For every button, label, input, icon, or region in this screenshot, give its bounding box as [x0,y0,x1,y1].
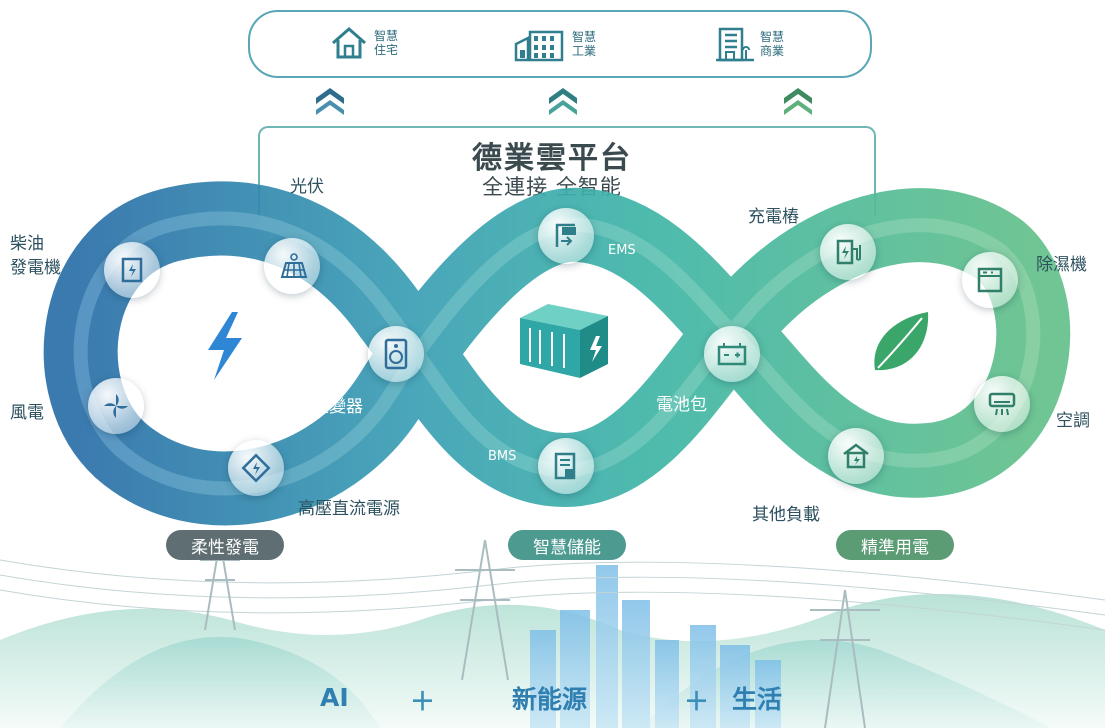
ems-icon [555,223,576,247]
label-diesel-line1: 柴油 [10,234,44,254]
solar-panel-icon [280,253,308,278]
ac-node [974,376,1030,432]
ev-charger-icon [836,239,861,265]
label-charger: 充電樁 [748,207,799,227]
pv-node [264,238,320,294]
label-hvdc: 高壓直流電源 [298,499,400,519]
segment-label-line1: 智慧 [572,30,597,44]
lightning-icon [208,312,242,380]
slogan-life: 生活 [732,685,783,714]
ems-node [538,208,594,264]
slogan-plus-1: ＋ [410,687,436,716]
generator-icon [121,257,143,283]
label-diesel-line2: 發電機 [10,258,61,278]
hvdc-icon [241,453,271,483]
home-load-icon [843,443,869,469]
building-icon [716,27,754,62]
slogan-plus-2: ＋ [684,687,710,716]
hvdc-node [228,440,284,496]
speaker-inverter-icon [384,338,408,370]
label-inverter: 逆變器 [312,397,363,417]
label-other-load: 其他負載 [752,505,820,525]
dehumidifier-node [962,252,1018,308]
diesel-generator-node [104,242,160,298]
battery-container-icon [520,304,608,378]
fan-icon [104,394,128,418]
dehumidifier-icon [977,267,1003,293]
label-dehumidifier: 除濕機 [1036,255,1087,275]
wind-node [88,378,144,434]
segment-label: 智慧 住宅 [374,29,398,57]
leaf-icon [874,312,929,371]
bms-icon [554,452,576,480]
segment-label: 智慧 工業 [572,30,596,58]
pill-flexible-generation: 柔性發電 [166,530,284,560]
pill-smart-storage: 智慧儲能 [508,530,626,560]
chevron-up-icon [549,88,577,115]
label-wind: 風電 [10,403,44,423]
house-icon [332,27,366,59]
battery-pack-node [704,326,760,382]
chevron-up-icon [316,88,344,115]
slogan-new-energy: 新能源 [512,685,588,714]
pill-precise-consumption: 精準用電 [836,530,954,560]
battery-icon [717,343,747,366]
platform-title: 德業雲平台 [472,141,632,176]
slogan-ai: AI [320,683,349,712]
application-scenarios-box: 智慧 住宅 智慧 工業 智慧 商業 [248,10,872,78]
segment-smart-residential: 智慧 住宅 [330,26,398,60]
other-load-node [828,428,884,484]
label-pv: 光伏 [290,177,324,197]
charger-node [820,224,876,280]
label-battery-pack: 電池包 [656,395,707,415]
chevron-up-icon [784,88,812,115]
segment-smart-industry: 智慧 工業 [514,26,596,62]
segment-label-line2: 工業 [572,44,597,58]
segment-label-line2: 住宅 [374,43,399,57]
segment-label-line1: 智慧 [760,30,785,44]
factory-icon [514,30,564,62]
segment-label-line1: 智慧 [374,29,399,43]
segment-label-line2: 商業 [760,44,785,58]
label-bms: BMS [488,449,517,464]
inverter-node [368,326,424,382]
label-diesel-generator: 柴油 發電機 [10,232,61,280]
segment-smart-commercial: 智慧 商業 [716,26,784,62]
label-ems: EMS [608,243,636,258]
label-ac: 空調 [1056,411,1090,431]
air-conditioner-icon [988,392,1016,416]
segment-label: 智慧 商業 [760,30,784,58]
bms-node [538,438,594,494]
cloud-platform-frame [258,126,876,216]
